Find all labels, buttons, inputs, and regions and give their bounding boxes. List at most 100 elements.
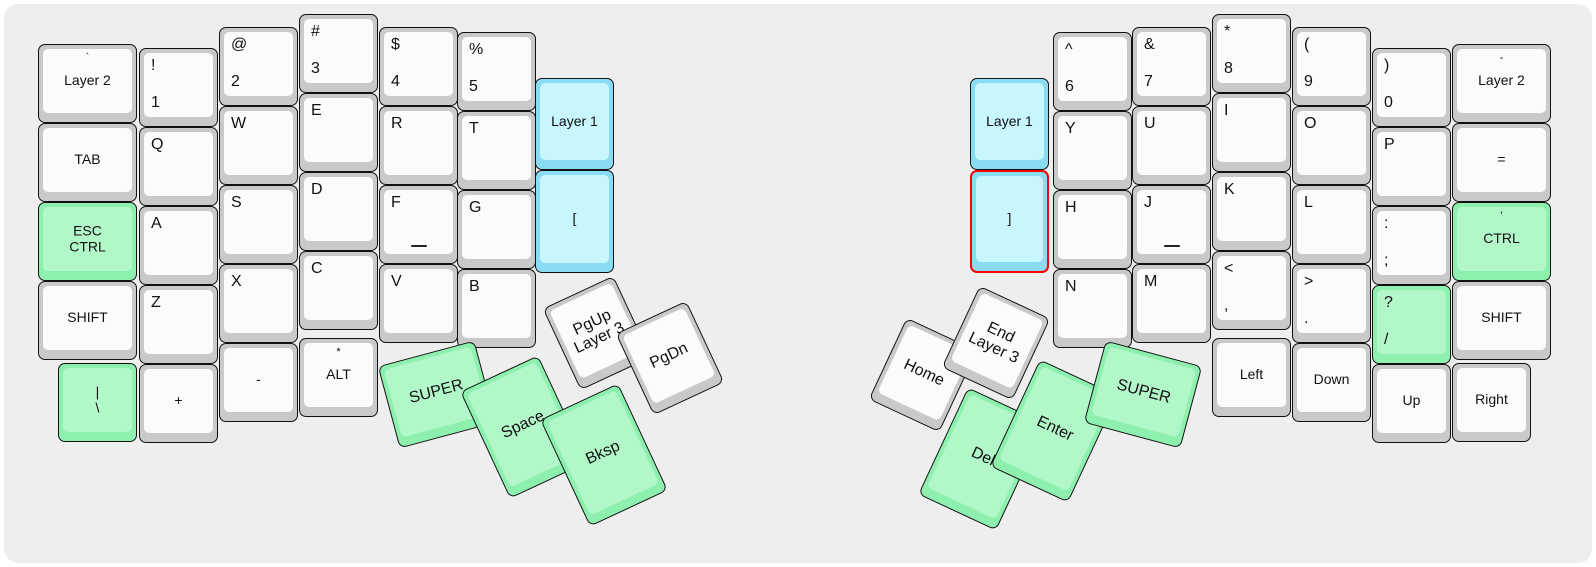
key-legend-center: = xyxy=(1497,151,1506,168)
key-l-c0-r4[interactable]: | \ xyxy=(58,363,137,442)
key-ctrl[interactable]: 'CTRL xyxy=(1452,202,1551,281)
keycap-face: Z xyxy=(144,290,213,354)
key-u[interactable]: U xyxy=(1132,106,1211,185)
key-r-c5-r2[interactable]: :; xyxy=(1372,206,1451,285)
key-tab[interactable]: TAB xyxy=(38,123,137,202)
key-legend-center: ESC CTRL xyxy=(69,222,106,254)
keycap-face: = xyxy=(1457,128,1546,192)
key-legend-top: V xyxy=(391,273,402,290)
keycap-face: X xyxy=(224,269,293,333)
key-k[interactable]: K xyxy=(1212,172,1291,251)
key-r-c0-r1[interactable]: ] xyxy=(970,170,1049,273)
key-r-c5-r3[interactable]: ?/ xyxy=(1372,285,1451,364)
key-y[interactable]: Y xyxy=(1053,111,1132,190)
key-a[interactable]: A xyxy=(139,206,218,285)
key-l-c1-r4[interactable]: + xyxy=(139,364,218,443)
key-o[interactable]: O xyxy=(1292,106,1371,185)
key-j[interactable]: J xyxy=(1132,185,1211,264)
key-legend-bottom: / xyxy=(1384,331,1389,349)
key-layer-2[interactable]: `Layer 2 xyxy=(38,44,137,123)
keycap-face: F xyxy=(384,190,453,254)
key-right[interactable]: Right xyxy=(1452,363,1531,442)
keycap-face: Layer 1 xyxy=(540,83,609,160)
keycap-face: <, xyxy=(1217,256,1286,320)
keycap-face: ?/ xyxy=(1377,290,1446,354)
key-s[interactable]: S xyxy=(219,185,298,264)
key-down[interactable]: Down xyxy=(1292,343,1371,422)
key-h[interactable]: H xyxy=(1053,190,1132,269)
key-r-c6-r1[interactable]: = xyxy=(1452,123,1551,202)
key-shift[interactable]: SHIFT xyxy=(38,281,137,360)
key-alt[interactable]: *ALT xyxy=(299,338,378,417)
key-i[interactable]: I xyxy=(1212,93,1291,172)
key-l-c5-r0[interactable]: %5 xyxy=(457,32,536,111)
key-e[interactable]: E xyxy=(299,93,378,172)
key-legend-center: End Layer 3 xyxy=(965,318,1022,368)
key-x[interactable]: X xyxy=(219,264,298,343)
key-z[interactable]: Z xyxy=(139,285,218,364)
key-shift[interactable]: SHIFT xyxy=(1452,281,1551,360)
key-f[interactable]: F xyxy=(379,185,458,264)
key-r-c1-r0[interactable]: ^6 xyxy=(1053,32,1132,111)
key-t[interactable]: T xyxy=(457,111,536,190)
key-q[interactable]: Q xyxy=(139,127,218,206)
key-layer-2[interactable]: -Layer 2 xyxy=(1452,44,1551,123)
keycap-face: ^6 xyxy=(1058,37,1127,101)
key-legend-top: A xyxy=(151,215,162,232)
key-l-c1-r0[interactable]: !1 xyxy=(139,48,218,127)
key-r-c4-r3[interactable]: >. xyxy=(1292,264,1371,343)
key-legend-center: Layer 2 xyxy=(1478,72,1525,89)
keycap-face: ESC CTRL xyxy=(43,207,132,271)
key-p[interactable]: P xyxy=(1372,127,1451,206)
key-d[interactable]: D xyxy=(299,172,378,251)
key-r-c4-r0[interactable]: (9 xyxy=(1292,27,1371,106)
key-l[interactable]: L xyxy=(1292,185,1371,264)
key-legend-center: CTRL xyxy=(1483,230,1520,247)
key-l-c6-r1[interactable]: [ xyxy=(535,170,614,273)
keycap-face: Down xyxy=(1297,348,1366,412)
key-esc-ctrl[interactable]: ESC CTRL xyxy=(38,202,137,281)
key-legend-center: Down xyxy=(1313,371,1350,388)
key-l-c2-r0[interactable]: @2 xyxy=(219,27,298,106)
key-r[interactable]: R xyxy=(379,106,458,185)
key-left[interactable]: Left xyxy=(1212,338,1291,417)
keycap-face: -Layer 2 xyxy=(1457,49,1546,113)
key-b[interactable]: B xyxy=(457,269,536,348)
key-legend-top: Q xyxy=(151,136,164,153)
key-r-c2-r0[interactable]: &7 xyxy=(1132,27,1211,106)
key--[interactable]: - xyxy=(219,343,298,422)
key-v[interactable]: V xyxy=(379,264,458,343)
key-legend-center: SHIFT xyxy=(67,309,108,326)
key-legend-top: F xyxy=(391,194,401,211)
key-layer-1[interactable]: Layer 1 xyxy=(535,78,614,170)
key-g[interactable]: G xyxy=(457,190,536,269)
key-legend-top: D xyxy=(311,181,323,198)
key-legend-center: - xyxy=(256,371,261,388)
key-w[interactable]: W xyxy=(219,106,298,185)
key-up[interactable]: Up xyxy=(1372,364,1451,443)
key-l-c4-r0[interactable]: $4 xyxy=(379,27,458,106)
keycap-face: %5 xyxy=(462,37,531,101)
key-r-c3-r3[interactable]: <, xyxy=(1212,251,1291,330)
key-layer-1[interactable]: Layer 1 xyxy=(970,78,1049,170)
keycap-face: M xyxy=(1137,269,1206,333)
keycap-face: P xyxy=(1377,132,1446,196)
keycap-face: - xyxy=(224,348,293,412)
key-legend-top: Z xyxy=(151,294,161,311)
key-legend-top: ! xyxy=(151,57,156,74)
key-legend-top: ( xyxy=(1304,36,1310,53)
key-r-c3-r0[interactable]: *8 xyxy=(1212,14,1291,93)
key-legend-bottom: 5 xyxy=(469,78,478,96)
keycap-face: (9 xyxy=(1297,32,1366,96)
key-n[interactable]: N xyxy=(1053,269,1132,348)
key-r-c5-r0[interactable]: )0 xyxy=(1372,48,1451,127)
key-legend-top: * xyxy=(336,346,341,358)
keycap-face: 'CTRL xyxy=(1457,207,1546,271)
homing-bar-icon xyxy=(410,244,427,247)
key-legend-top: ^ xyxy=(1065,41,1073,58)
key-c[interactable]: C xyxy=(299,251,378,330)
key-m[interactable]: M xyxy=(1132,264,1211,343)
key-legend-top: % xyxy=(469,41,484,58)
key-legend-top: ? xyxy=(1384,294,1393,311)
key-l-c3-r0[interactable]: #3 xyxy=(299,14,378,93)
